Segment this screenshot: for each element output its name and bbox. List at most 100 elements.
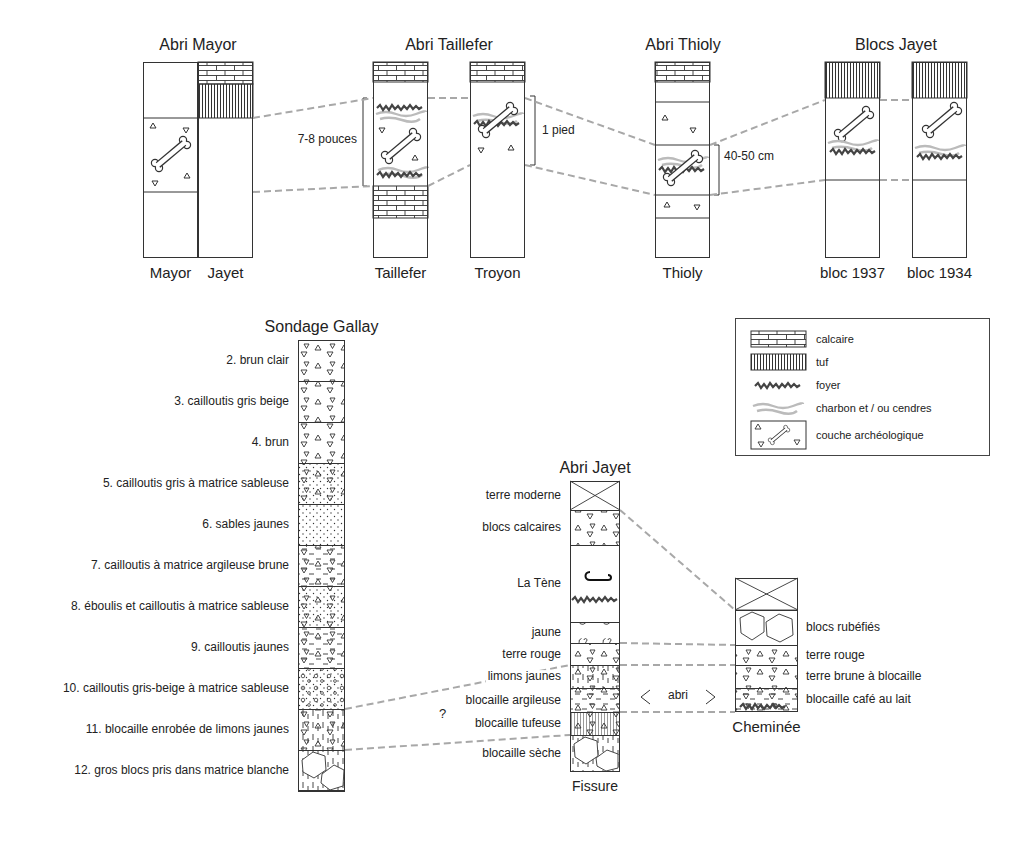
- correlation-line: [620, 510, 735, 610]
- node-text: 4. brun: [250, 436, 291, 450]
- correlation-line: [710, 180, 825, 195]
- node-text: terre rouge: [804, 649, 867, 663]
- site-title: Abri Thioly: [644, 36, 721, 54]
- stratum-column: bloc 1934: [912, 62, 967, 258]
- node-text: La Tène: [515, 577, 563, 591]
- legend-text: tuf: [816, 356, 828, 368]
- top-columns: [143, 62, 967, 218]
- node-text: jaune: [530, 626, 563, 640]
- stratum-layer: blocs calcaires: [570, 510, 620, 546]
- node-text: blocaille tufeuse: [473, 717, 563, 731]
- correlation-line: [345, 665, 570, 709]
- stratum-column: Troyon: [470, 62, 525, 258]
- dimension-bracket: [363, 96, 719, 704]
- shelter-column: Abri JayetFissureterre moderneblocs calc…: [570, 481, 620, 772]
- legend-entry: charbon et / ou cendres: [736, 398, 989, 418]
- legend-box: calcaire tuf foyer charbon et / ou cendres c…: [735, 318, 990, 456]
- stratum-column: Mayor: [143, 62, 198, 258]
- site-title: Abri Taillefer: [404, 36, 494, 54]
- node-text: bloc 1934: [907, 264, 972, 281]
- chimney-column: Cheminéeblocs rubéfiésterre rougeterre b…: [735, 578, 798, 712]
- legend-swatch: [750, 375, 808, 395]
- stratum-layer: 12. gros blocs pris dans matrice blanche: [298, 750, 345, 792]
- stratum-layer: 9. cailloutis jaunes: [298, 627, 345, 669]
- legend-swatch: [750, 420, 808, 450]
- stratum-layer: terre moderne: [570, 481, 620, 511]
- legend-text: charbon et / ou cendres: [816, 402, 932, 414]
- stratum-column: bloc 1937: [825, 62, 880, 258]
- correlation-line: [620, 643, 735, 645]
- stratum-layer: 3. cailloutis gris beige: [298, 381, 345, 423]
- node-text: Thioly: [662, 264, 702, 281]
- site-title: Blocs Jayet: [854, 36, 938, 54]
- node-text: terre brune à blocaille: [804, 670, 923, 684]
- legend-swatch: [750, 352, 808, 372]
- correlation-line: [710, 100, 825, 145]
- node-text: Cheminée: [732, 718, 800, 735]
- stratum-layer: blocaille tufeuse: [570, 712, 620, 736]
- stratum-layer: blocaille café au lait: [735, 688, 798, 712]
- jayet-fills: [570, 481, 620, 772]
- node-text: blocs rubéfiés: [804, 621, 882, 635]
- node-text: terre moderne: [484, 489, 563, 503]
- stratum-layer: 11. blocaille enrobée de limons jaunes: [298, 709, 345, 751]
- node-text: 2. brun clair: [224, 354, 291, 368]
- stratum-layer: 6. sables jaunes: [298, 504, 345, 546]
- dimension-label: 1 pied: [541, 124, 576, 138]
- node-text: Troyon: [474, 264, 520, 281]
- node-text: blocaille argileuse: [464, 694, 563, 708]
- stratum-layer: terre rouge: [735, 645, 798, 666]
- node-text: blocaille café au lait: [804, 693, 913, 707]
- legend-swatch: [750, 329, 808, 349]
- edge-label: ?: [438, 707, 447, 722]
- legend-entry: couche archéologique: [736, 420, 989, 450]
- site-title: Abri Mayor: [158, 36, 237, 54]
- stratum-layer: 2. brun clair: [298, 340, 345, 382]
- node-text: Abri Jayet: [559, 459, 630, 477]
- node-text: Fissure: [572, 778, 618, 794]
- correlation-line: [620, 664, 735, 666]
- correlation-line: [525, 98, 655, 145]
- sounding-column: Sondage Gallay2. brun clair3. cailloutis…: [298, 340, 345, 791]
- stratum-layer: jaune: [570, 622, 620, 644]
- node-text: limons jaunes: [486, 670, 563, 684]
- legend-entry: tuf: [736, 352, 989, 372]
- stratum-layer: blocaille argileuse: [570, 688, 620, 713]
- correlation-line: [620, 711, 735, 713]
- dimension-label: 7-8 pouces: [297, 133, 358, 147]
- node-text: 9. cailloutis jaunes: [189, 641, 291, 655]
- stratum-layer: 10. cailloutis gris-beige à matrice sabl…: [298, 668, 345, 710]
- node-text: 12. gros blocs pris dans matrice blanche: [72, 764, 291, 778]
- node-text: 5. cailloutis gris à matrice sableuse: [101, 477, 291, 491]
- node-text: 3. cailloutis gris beige: [172, 395, 291, 409]
- node-text: Mayor: [150, 264, 192, 281]
- correlation-line: [428, 165, 470, 186]
- cheminee-fills: [735, 578, 798, 712]
- stratum-layer: 5. cailloutis gris à matrice sableuse: [298, 463, 345, 505]
- node-text: Sondage Gallay: [265, 318, 379, 336]
- stratum-column: Jayet: [198, 62, 253, 258]
- legend-text: foyer: [816, 379, 840, 391]
- node-text: 10. cailloutis gris-beige à matrice sabl…: [61, 682, 291, 696]
- correlation-line: [880, 99, 912, 101]
- legend-text: calcaire: [816, 333, 854, 345]
- node-text: 11. blocaille enrobée de limons jaunes: [84, 723, 291, 737]
- gallay-fills: [298, 340, 345, 791]
- correlation-line: [525, 165, 655, 195]
- stratum-column: Thioly: [655, 62, 710, 258]
- stratum-layer: terre rouge: [570, 643, 620, 666]
- node-text: bloc 1937: [820, 264, 885, 281]
- dimension-label: 40-50 cm: [723, 150, 775, 164]
- node-text: blocaille sèche: [480, 747, 563, 761]
- node-text: 6. sables jaunes: [200, 518, 291, 532]
- correlation-line: [880, 179, 912, 181]
- legend-swatch: [750, 398, 808, 418]
- correlation-line: [428, 97, 470, 99]
- stratum-layer: terre brune à blocaille: [735, 665, 798, 689]
- zone-label: abri: [667, 689, 689, 703]
- stratum-layer: 7. cailloutis à matrice argileuse brune: [298, 545, 345, 587]
- stratum-layer: limons jaunes: [570, 665, 620, 689]
- node-text: 7. cailloutis à matrice argileuse brune: [89, 559, 291, 573]
- stratum-layer: La Tène: [570, 545, 620, 623]
